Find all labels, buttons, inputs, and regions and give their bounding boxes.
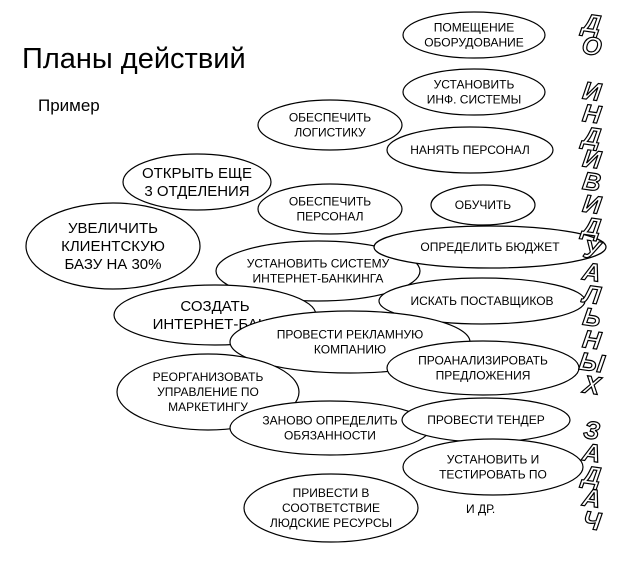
bubble-label: ПРОВЕСТИ РЕКЛАМНУЮ <box>277 328 424 342</box>
bubble-label: ОТКРЫТЬ ЕЩЕ <box>142 165 252 182</box>
bubble-label: ИСКАТЬ ПОСТАВЩИКОВ <box>410 294 553 308</box>
bubble-label: МАРКЕТИНГУ <box>168 400 248 414</box>
etc-text: И ДР. <box>466 502 496 516</box>
bubble-label: ПРЕДЛОЖЕНИЯ <box>436 369 531 383</box>
bubble-shape <box>373 225 607 269</box>
bubble-shape <box>122 153 272 211</box>
bubble-label: КОМПАНИЮ <box>314 343 386 357</box>
bubble-iskat-postavshchikov: ИСКАТЬ ПОСТАВЩИКОВ <box>378 277 586 325</box>
bubble-shape <box>386 126 554 174</box>
vertical-letter: З <box>582 416 602 446</box>
bubble-shape <box>430 184 536 226</box>
bubble-label: БАЗУ НА 30% <box>65 256 162 273</box>
bubble-label: ОПРЕДЕЛИТЬ БЮДЖЕТ <box>420 240 560 254</box>
bubble-label: ПРОАНАЛИЗИРОВАТЬ <box>418 354 548 368</box>
bubble-shape <box>257 99 403 151</box>
vertical-letter: И <box>581 144 604 174</box>
vertical-letter: Н <box>581 325 604 355</box>
bubble-label: УВЕЛИЧИТЬ <box>68 220 158 237</box>
bubble-label: ЗАНОВО ОПРЕДЕЛИТЬ <box>262 414 397 428</box>
vertical-letter: Ч <box>581 506 604 536</box>
bubble-label: ОБЕСПЕЧИТЬ <box>289 195 371 209</box>
bubble-shape <box>25 202 201 290</box>
bubble-label: СОЗДАТЬ <box>180 298 249 315</box>
vertical-letter: А <box>580 483 603 513</box>
bubble-label: ПРОВЕСТИ ТЕНДЕР <box>427 413 544 427</box>
bubble-shape <box>402 11 546 59</box>
vertical-letter: А <box>580 257 603 287</box>
vertical-letter: У <box>581 235 604 265</box>
bubble-label: КЛИЕНТСКУЮ <box>61 238 165 255</box>
bubble-label: ПРИВЕСТИ В <box>293 486 370 500</box>
bubble-shape <box>378 277 586 325</box>
bubble-label: 3 ОТДЕЛЕНИЯ <box>144 183 249 200</box>
bubble-label: УПРАВЛЕНИЕ ПО <box>157 385 259 399</box>
vertical-letter: О <box>580 31 604 62</box>
bubble-label: УСТАНОВИТЬ <box>434 78 515 92</box>
bubble-label: ЛЮДСКИЕ РЕСУРСЫ <box>270 516 392 530</box>
bubble-label: ТЕСТИРОВАТЬ ПО <box>439 468 547 482</box>
vertical-letter: Ы <box>577 347 607 378</box>
bubble-shape <box>243 473 419 543</box>
bubble-label: ИНФ. СИСТЕМЫ <box>427 93 522 107</box>
bubble-label: УСТАНОВИТЬ И <box>447 453 540 467</box>
bubble-shape <box>402 68 546 116</box>
bubble-obuchit: ОБУЧИТЬ <box>430 184 536 226</box>
bubble-label: НАНЯТЬ ПЕРСОНАЛ <box>410 143 530 157</box>
bubble-label: УСТАНОВИТЬ СИСТЕМУ <box>247 257 390 271</box>
bubble-nanyat-personal: НАНЯТЬ ПЕРСОНАЛ <box>386 126 554 174</box>
bubble-label: ИНТЕРНЕТ-БАНКИНГА <box>253 272 384 286</box>
bubble-label: ЛОГИСТИКУ <box>294 126 366 140</box>
bubble-opredelit-byudzhet: ОПРЕДЕЛИТЬ БЮДЖЕТ <box>373 225 607 269</box>
vertical-letter: И <box>581 190 604 220</box>
bubble-label: ОБЯЗАННОСТИ <box>284 429 376 443</box>
vertical-letter: Ь <box>581 303 602 333</box>
vertical-letter: Н <box>581 99 604 129</box>
bubble-label: ОБУЧИТЬ <box>455 198 512 212</box>
bubble-label: ПОМЕЩЕНИЕ <box>434 21 515 35</box>
bubble-label: СООТВЕТСТВИЕ <box>282 501 380 515</box>
vertical-letter: Д <box>579 122 603 153</box>
page-title: Планы действий <box>22 43 246 75</box>
bubble-label: РЕОРГАНИЗОВАТЬ <box>153 370 264 384</box>
bubble-label: ОБОРУДОВАНИЕ <box>424 36 524 50</box>
bubble-shape <box>386 340 580 396</box>
bubble-shape <box>215 240 421 302</box>
vertical-letter: В <box>581 167 603 197</box>
bubble-shape <box>257 183 403 235</box>
bubble-label: ОБЕСПЕЧИТЬ <box>289 111 371 125</box>
page-subtitle: Пример <box>38 96 100 115</box>
bubble-label: ПЕРСОНАЛ <box>296 210 363 224</box>
vertical-letter: А <box>580 438 603 468</box>
vertical-letter: И <box>581 77 604 107</box>
bubble-shape <box>402 438 584 496</box>
bubble-provesti-tender: ПРОВЕСТИ ТЕНДЕР <box>401 397 571 443</box>
